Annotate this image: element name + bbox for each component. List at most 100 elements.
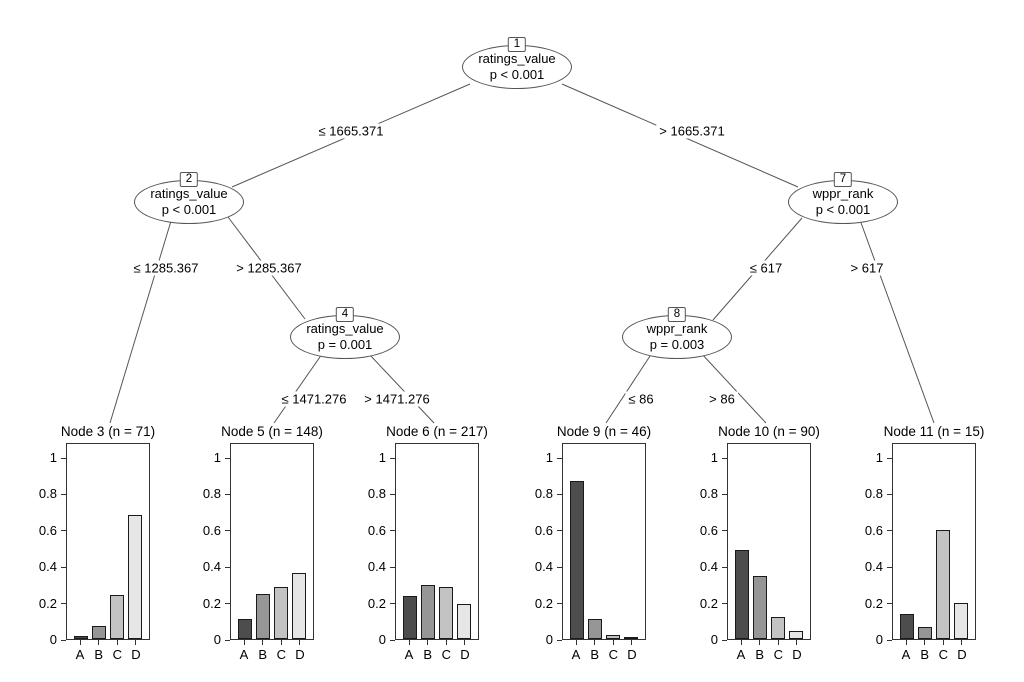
tree-node-1: 1 ratings_value p < 0.001 <box>462 37 572 89</box>
edge-line-2-3 <box>109 220 172 424</box>
split-variable: ratings_value <box>478 50 556 66</box>
chart-title: Node 10 (n = 90) <box>718 424 820 439</box>
bar-A <box>403 596 417 639</box>
x-tick-label: B <box>94 647 103 662</box>
bars <box>67 444 149 639</box>
y-tick-label: 0.4 <box>38 559 57 575</box>
x-tick-label: C <box>773 647 783 662</box>
plot-box <box>562 443 646 640</box>
edge-line-8-9 <box>605 352 653 424</box>
bar-A <box>900 614 914 639</box>
x-tick-mark <box>759 640 761 645</box>
x-tick-mark <box>942 640 944 645</box>
x-tick: B <box>588 640 602 662</box>
x-tick-mark <box>79 640 81 645</box>
edge-label: > 1285.367 <box>233 260 305 276</box>
x-tick-mark <box>262 640 264 645</box>
x-tick-label: B <box>755 647 764 662</box>
y-tick-label: 0 <box>213 632 221 647</box>
x-tick-mark <box>612 640 614 645</box>
x-tick-mark <box>427 640 429 645</box>
x-tick-label: D <box>627 647 637 662</box>
p-value: p < 0.001 <box>815 202 871 217</box>
edge-line-7-11 <box>859 219 935 424</box>
x-tick: C <box>439 640 453 662</box>
y-tick-label: 0.6 <box>367 522 386 538</box>
y-tick-label: 0.6 <box>38 522 57 538</box>
y-tick-mark <box>722 493 727 495</box>
bar-C <box>606 635 620 639</box>
y-tick-mark <box>887 530 892 532</box>
x-tick-label: C <box>441 647 451 662</box>
x-tick-label: A <box>901 647 911 662</box>
edge-label: > 86 <box>706 391 738 407</box>
x-tick-mark <box>280 640 282 645</box>
edge-label: > 1665.371 <box>656 123 728 139</box>
edge-line-4-5 <box>273 353 323 424</box>
x-tick: D <box>458 640 472 662</box>
y-tick-label: 0.2 <box>699 595 718 611</box>
x-tick-mark <box>777 640 779 645</box>
y-tick-label: 0.8 <box>864 486 883 502</box>
y-tick-mark <box>225 639 230 641</box>
edge-label: ≤ 86 <box>625 391 657 407</box>
x-tick-label: A <box>736 647 746 662</box>
bar-B <box>918 627 932 639</box>
x-tick: B <box>753 640 767 662</box>
x-tick-mark <box>98 640 100 645</box>
y-tick-mark <box>225 530 230 532</box>
x-tick-label: A <box>239 647 249 662</box>
x-tick-label: B <box>423 647 432 662</box>
plot-box <box>892 443 976 640</box>
y-tick-mark <box>557 493 562 495</box>
y-tick-label: 0.8 <box>534 486 553 502</box>
x-tick-label: D <box>957 647 967 662</box>
x-tick: D <box>625 640 639 662</box>
bar-D <box>789 630 803 639</box>
y-tick-mark <box>557 639 562 641</box>
bars <box>231 444 313 639</box>
bar-A <box>238 618 252 639</box>
plot-box <box>395 443 479 640</box>
node-number-badge: 4 <box>335 307 355 322</box>
y-tick-mark <box>61 566 66 568</box>
x-tick-mark <box>116 640 118 645</box>
tree-node-8: 8 wppr_rank p = 0.003 <box>622 307 732 359</box>
bar-D <box>292 572 306 639</box>
x-tick: A <box>237 640 251 662</box>
bars <box>396 444 478 639</box>
y-tick-mark <box>887 603 892 605</box>
y-tick-label: 0.8 <box>367 486 386 502</box>
y-tick-label: 0.6 <box>202 522 221 538</box>
bars <box>728 444 810 639</box>
y-tick-label: 1 <box>875 450 883 465</box>
bar-B <box>92 626 106 639</box>
bar-B <box>588 618 602 639</box>
node-number-badge: 1 <box>507 37 527 52</box>
y-tick-mark <box>390 457 395 459</box>
y-tick-mark <box>887 457 892 459</box>
plot-box <box>66 443 150 640</box>
y-tick-mark <box>557 566 562 568</box>
y-tick-mark <box>557 603 562 605</box>
node-number-badge: 8 <box>667 307 687 322</box>
x-tick: B <box>421 640 435 662</box>
node-number-badge: 2 <box>179 172 199 187</box>
split-variable: ratings_value <box>150 185 228 201</box>
bar-B <box>753 576 767 639</box>
bar-A <box>735 549 749 639</box>
x-tick-label: C <box>112 647 122 662</box>
x-tick: D <box>955 640 969 662</box>
bars <box>893 444 975 639</box>
x-tick: B <box>918 640 932 662</box>
x-tick: C <box>771 640 785 662</box>
